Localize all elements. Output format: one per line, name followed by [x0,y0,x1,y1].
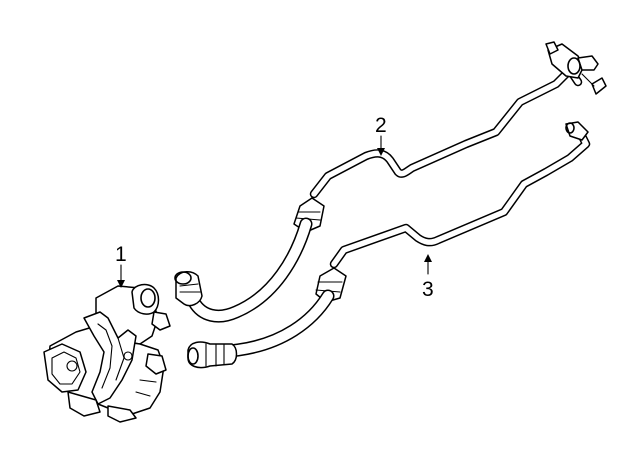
callout-1-number: 1 [115,243,127,266]
callout-1: 1 [115,243,127,288]
part-1-cooler-unit[interactable] [43,283,171,423]
callout-2: 2 [375,114,387,156]
callout-2-number: 2 [375,114,387,137]
callout-3-arrow [424,254,432,262]
part-2-upper-cooler-line[interactable] [174,41,607,323]
callout-2-arrow [377,148,385,156]
part-3-lower-cooler-line[interactable] [187,121,591,369]
callout-3: 3 [422,254,434,301]
callout-3-number: 3 [422,278,434,301]
callout-1-arrow [117,280,125,288]
